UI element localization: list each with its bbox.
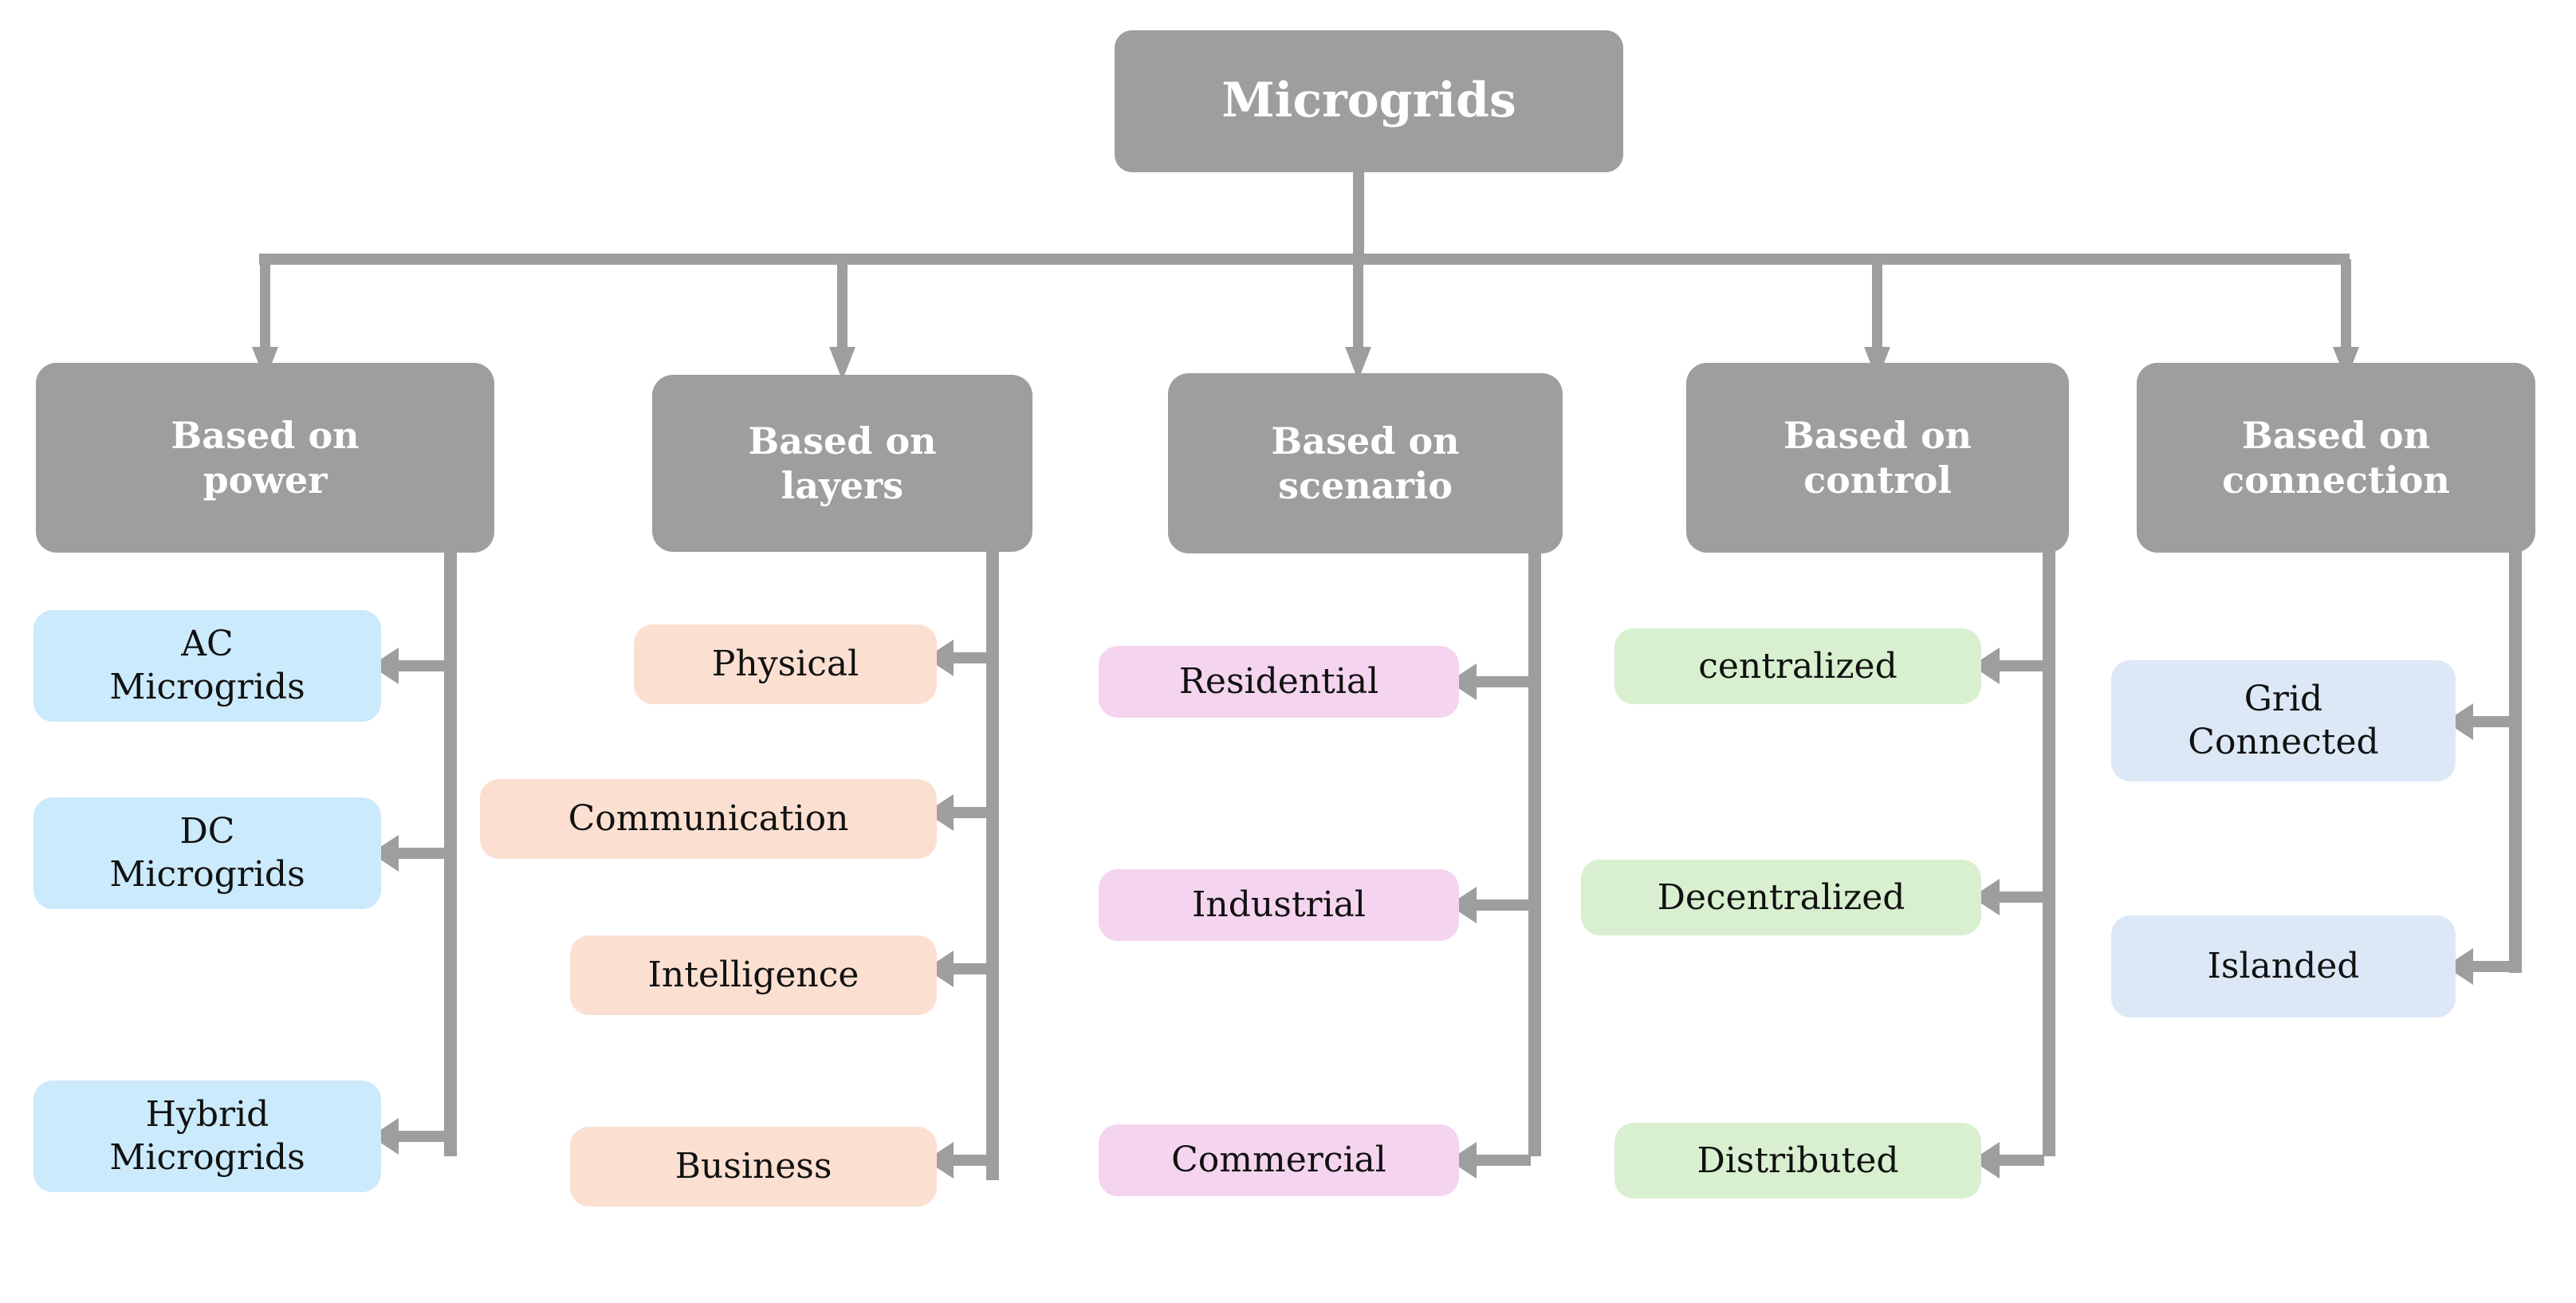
leaf-node-intelligence[interactable]: Intelligence <box>570 935 937 1015</box>
category-node-connection[interactable]: Based on connection <box>2137 363 2535 553</box>
leaf-node-industrial[interactable]: Industrial <box>1099 869 1459 941</box>
leaf-node-communication[interactable]: Communication <box>480 779 937 859</box>
spine-scenario <box>1528 550 1541 1156</box>
spine-control <box>2043 550 2055 1156</box>
leaf-node-grid-connected[interactable]: Grid Connected <box>2111 660 2456 781</box>
leaf-node-islanded[interactable]: Islanded <box>2111 915 2456 1018</box>
root-stem <box>1353 170 1364 259</box>
leaf-node-decentralized[interactable]: Decentralized <box>1581 860 1981 935</box>
distribution-bus <box>259 254 2350 265</box>
leaf-node-physical[interactable]: Physical <box>634 624 937 704</box>
category-node-power[interactable]: Based on power <box>36 363 494 553</box>
leaf-node-commercial[interactable]: Commercial <box>1099 1124 1459 1196</box>
category-node-control[interactable]: Based on control <box>1686 363 2069 553</box>
leaf-node-hybrid-microgrids[interactable]: Hybrid Microgrids <box>33 1081 381 1192</box>
leaf-node-centralized[interactable]: centralized <box>1614 628 1981 704</box>
leaf-node-dc-microgrids[interactable]: DC Microgrids <box>33 797 381 909</box>
leaf-node-ac-microgrids[interactable]: AC Microgrids <box>33 610 381 722</box>
category-node-layers[interactable]: Based on layers <box>652 375 1032 552</box>
leaf-node-residential[interactable]: Residential <box>1099 646 1459 718</box>
category-node-scenario[interactable]: Based on scenario <box>1168 373 1563 553</box>
root-node-microgrids[interactable]: Microgrids <box>1115 30 1623 172</box>
spine-power <box>444 550 457 1156</box>
spine-connection <box>2509 550 2522 973</box>
leaf-node-business[interactable]: Business <box>570 1127 937 1207</box>
leaf-node-distributed[interactable]: Distributed <box>1614 1123 1981 1199</box>
spine-layers <box>986 550 999 1180</box>
